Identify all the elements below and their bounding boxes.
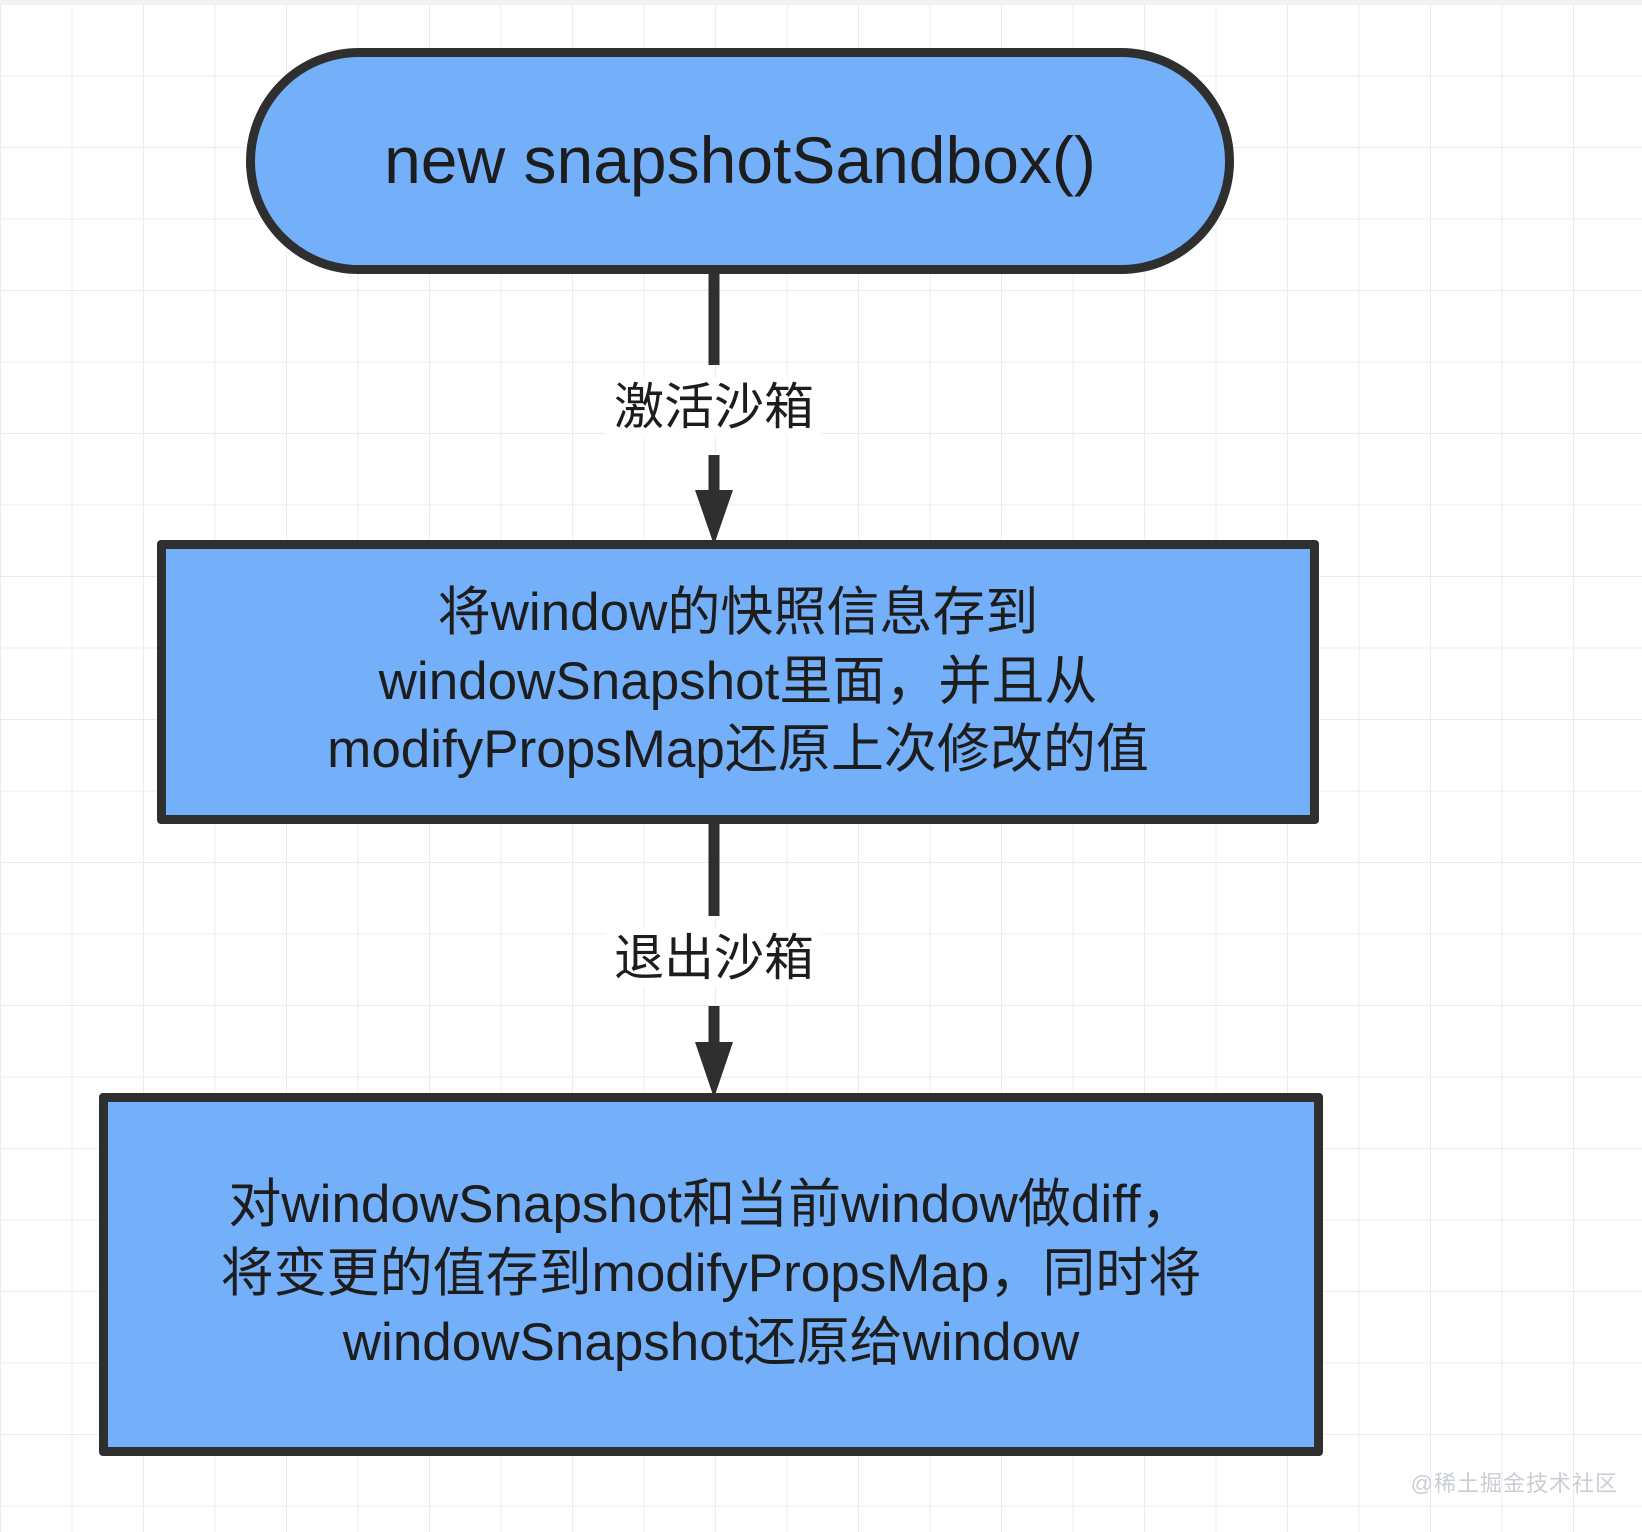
- edge-label-activate-sandbox: 激活沙箱: [606, 378, 822, 436]
- node-new-snapshot-sandbox[interactable]: new snapshotSandbox(): [246, 48, 1234, 274]
- node-diff-and-restore-window[interactable]: 对windowSnapshot和当前window做diff， 将变更的值存到mo…: [99, 1093, 1323, 1456]
- arrowhead-icon: [695, 490, 733, 545]
- top-band: [0, 0, 1642, 5]
- edge-label-exit-sandbox: 退出沙箱: [606, 929, 822, 987]
- arrowhead-icon: [695, 1042, 733, 1098]
- watermark: @稀土掘金技术社区: [1410, 1471, 1618, 1496]
- node-store-window-snapshot[interactable]: 将window的快照信息存到 windowSnapshot里面，并且从 modi…: [157, 540, 1319, 824]
